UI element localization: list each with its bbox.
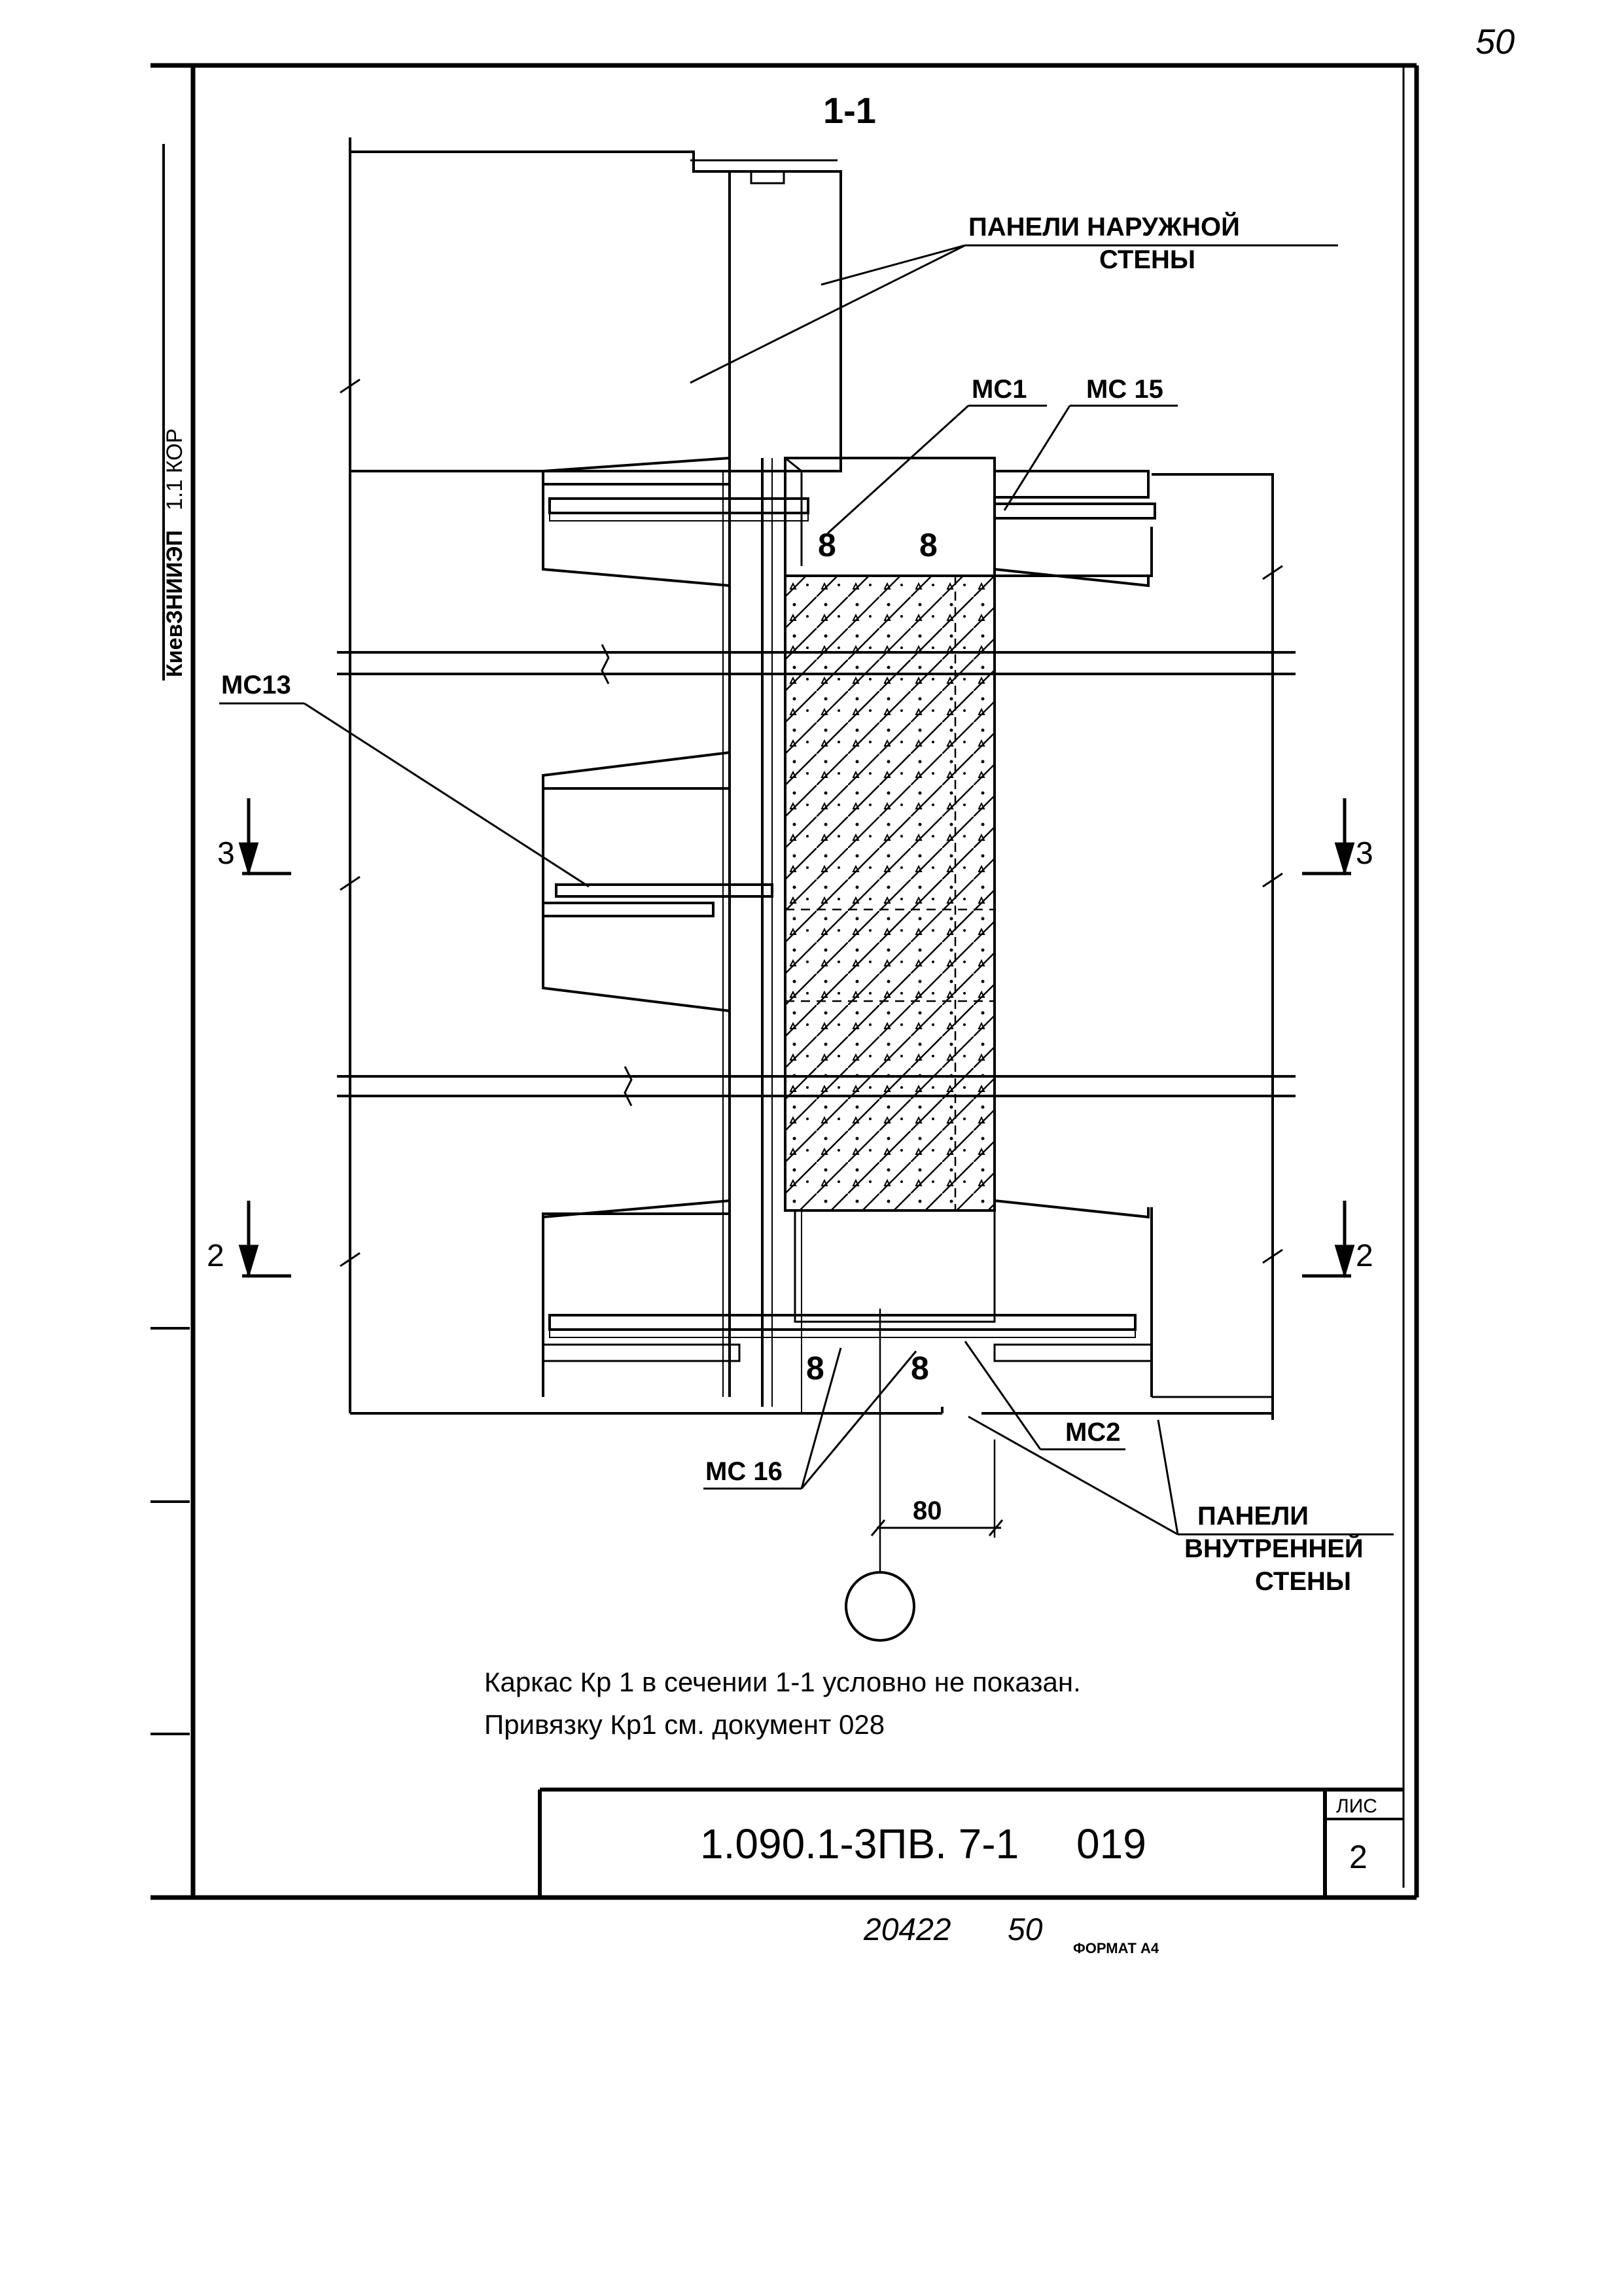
label-outer-panels-2: СТЕНЫ [1099,245,1195,274]
side-stamp: КиевЗНИИЭП 1.1 КОР [162,144,187,680]
sheet-number: 2 [1349,1839,1368,1875]
dimension-80: 80 [913,1496,942,1525]
label-mc2: МС2 [1065,1418,1120,1447]
title-block [538,1788,1403,1898]
label-mc16: МС 16 [705,1457,783,1486]
sheet-label: ЛИС [1336,1795,1377,1817]
cut-label-2-right: 2 [1356,1239,1373,1273]
concrete-column-joints [785,576,995,1210]
weld-marks: 8 8 8 8 [806,527,938,1386]
label-mc1: МС1 [972,375,1027,404]
leader-lines [219,244,1394,1536]
page-number-handwritten: 50 [1475,22,1515,62]
outer-wall-panel [350,150,842,472]
weld-mark: 8 [818,527,836,563]
side-stamp-sub: 1.1 КОР [162,429,187,510]
cut-labels: 3 3 2 2 [207,836,1373,1273]
annotations: ПАНЕЛИ НАРУЖНОЙ СТЕНЫ МС1 МС 15 МС13 МС … [221,211,1364,1596]
axis-marker [845,1571,915,1642]
label-outer-panels-1: ПАНЕЛИ НАРУЖНОЙ [968,211,1240,241]
weld-mark: 8 [919,527,938,563]
document-code: 1.090.1-3ПВ. 7-1 [700,1820,1019,1867]
label-mc13: МС13 [221,671,291,699]
inventory-number: 20422 [863,1913,951,1947]
inventory-page: 50 [1008,1913,1043,1947]
format-label: ФОРМАТ А4 [1073,1940,1159,1956]
label-inner-panels-1: ПАНЕЛИ [1197,1502,1309,1530]
cut-label-3-right: 3 [1356,836,1373,871]
cut-label-3-left: 3 [217,836,235,871]
cut-markers [238,798,1355,1279]
concrete-column [784,574,996,1212]
document-number: 019 [1076,1820,1146,1867]
label-inner-panels-3: СТЕНЫ [1255,1567,1351,1596]
weld-mark: 8 [911,1350,929,1386]
side-stamp-text: КиевЗНИИЭП [162,530,187,677]
cut-label-2-left: 2 [207,1239,224,1273]
label-inner-panels-2: ВНУТРЕННЕЙ [1184,1533,1364,1563]
label-mc15: МС 15 [1086,375,1163,404]
note-line-1: Каркас Кр 1 в сечении 1-1 условно не пок… [484,1667,1081,1697]
notes: Каркас Кр 1 в сечении 1-1 условно не пок… [484,1667,1081,1740]
section-title: 1-1 [823,90,876,131]
note-line-2: Привязку Кр1 см. документ 028 [484,1709,885,1740]
sheet-frame [150,63,1419,1900]
weld-mark: 8 [806,1350,824,1386]
